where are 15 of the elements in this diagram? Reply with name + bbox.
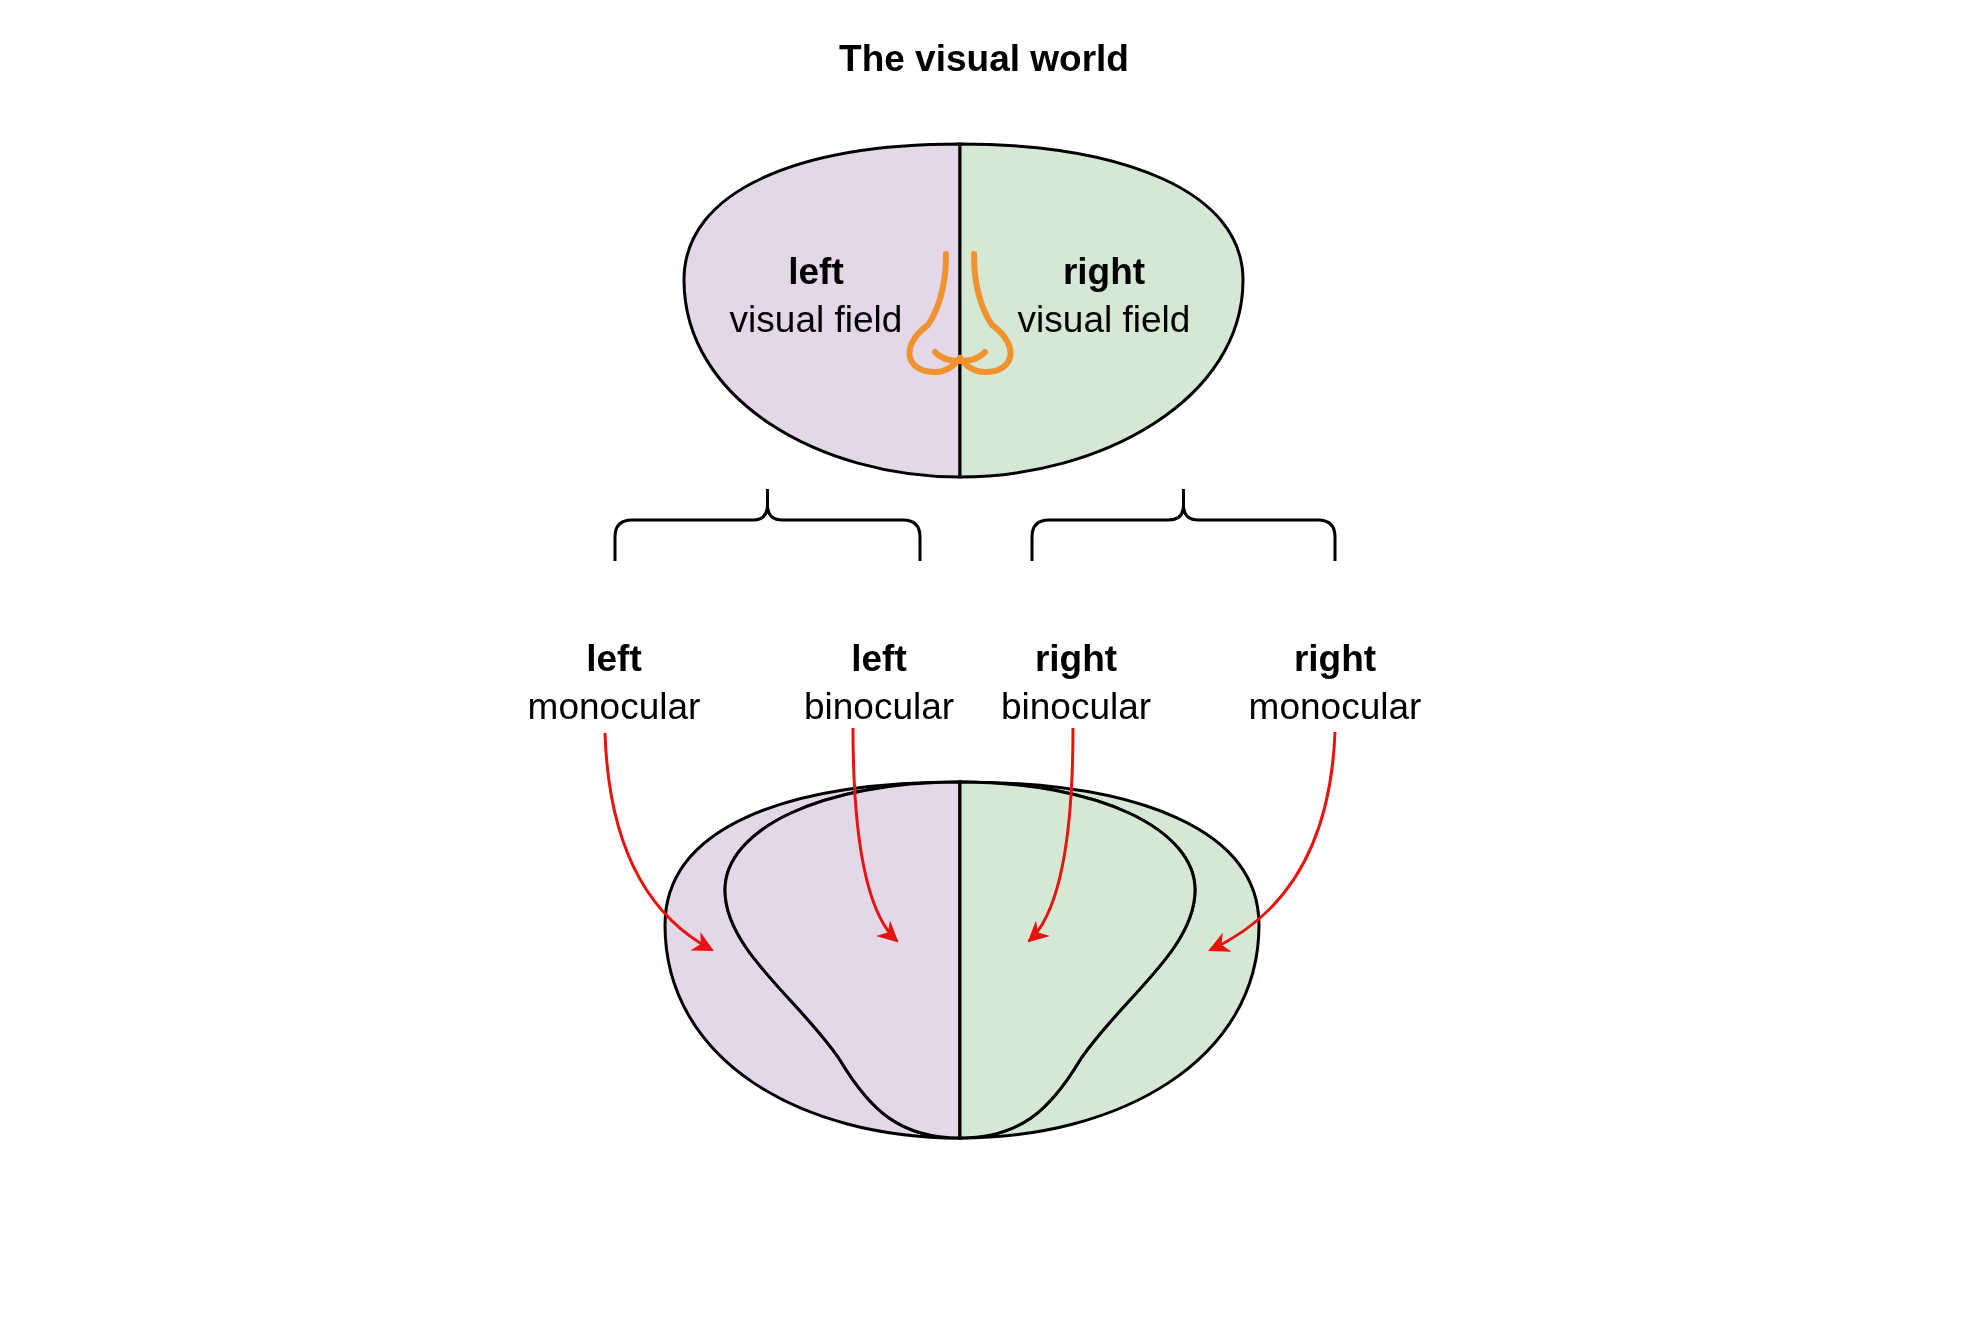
label-heading: left	[585, 637, 643, 681]
label-heading: right	[1033, 637, 1119, 681]
label-text: monocular	[526, 685, 702, 729]
label-text: visual field	[728, 298, 904, 342]
arrow	[603, 732, 714, 952]
arrow	[1208, 731, 1337, 952]
label-heading: right	[1292, 637, 1378, 681]
label-text: monocular	[1247, 685, 1423, 729]
label-text: visual field	[1016, 298, 1192, 342]
label-heading: right	[1061, 250, 1147, 294]
diagram-title: The visual world	[839, 38, 1129, 79]
arrow	[851, 728, 899, 943]
label-heading: left	[850, 637, 908, 681]
label-heading: left	[787, 250, 845, 294]
arrow	[1027, 728, 1075, 943]
